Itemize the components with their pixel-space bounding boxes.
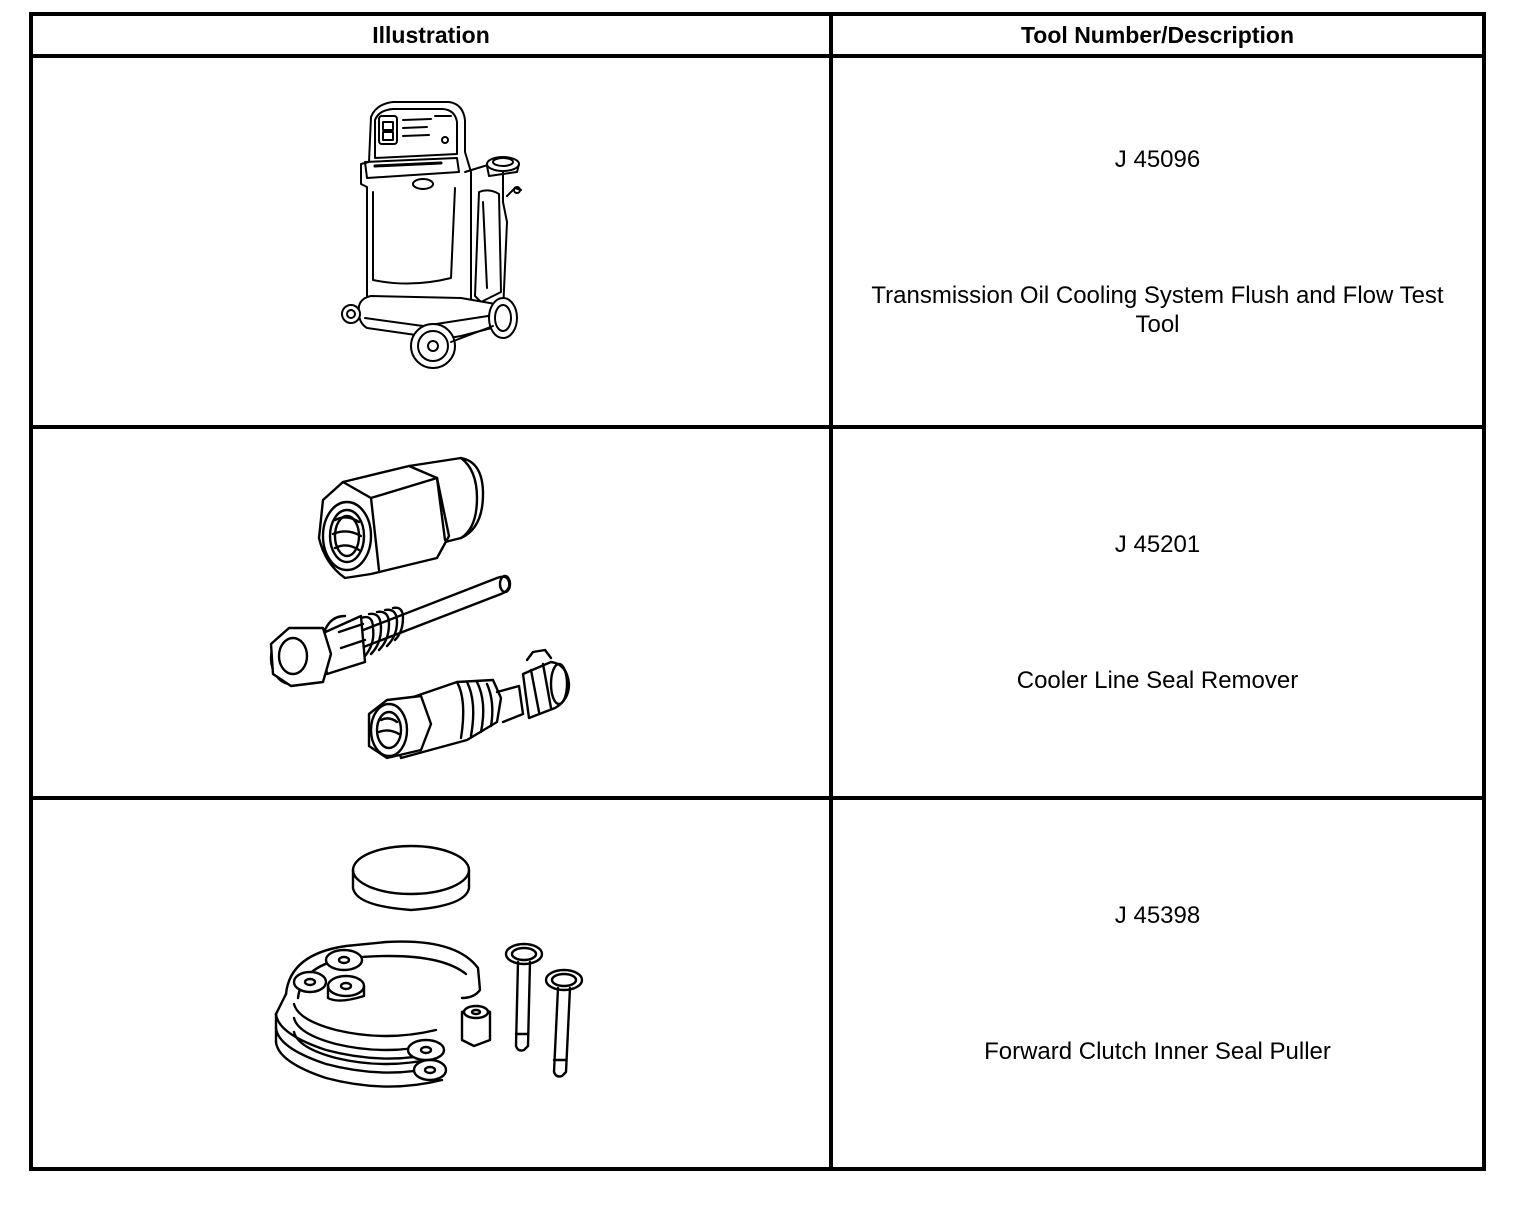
tool-description: Cooler Line Seal Remover (1016, 667, 1299, 694)
illustration-cell (29, 54, 833, 429)
tool-number: J 45201 (1114, 531, 1201, 558)
tool-number: J 45398 (1114, 902, 1201, 929)
table-row: J 45201 Cooler Line Seal Remover (29, 425, 1486, 800)
tool-description-cell: J 45201 Cooler Line Seal Remover (829, 425, 1486, 800)
seal-puller-kit-icon (274, 844, 584, 1088)
header-tool-description: Tool Number/Description (829, 12, 1486, 58)
illustration-cell (29, 425, 833, 800)
table-row: J 45096 Transmission Oil Cooling System … (29, 54, 1486, 429)
tool-description-cell: J 45096 Transmission Oil Cooling System … (829, 54, 1486, 429)
flush-machine-cart-icon (341, 100, 522, 369)
fitting-set-icon (269, 456, 571, 759)
tool-description: Transmission Oil Cooling System Flush an… (871, 281, 1444, 338)
header-row: Illustration Tool Number/Description (29, 12, 1486, 58)
illustration-cell (29, 796, 833, 1171)
tool-table: Illustration Tool Number/Description (29, 12, 1486, 1171)
table-row: J 45398 Forward Clutch Inner Seal Puller (29, 796, 1486, 1171)
tool-description: Forward Clutch Inner Seal Puller (984, 1038, 1331, 1065)
tool-description-cell: J 45398 Forward Clutch Inner Seal Puller (829, 796, 1486, 1171)
tool-number: J 45096 (1114, 145, 1201, 173)
header-illustration: Illustration (29, 12, 833, 58)
